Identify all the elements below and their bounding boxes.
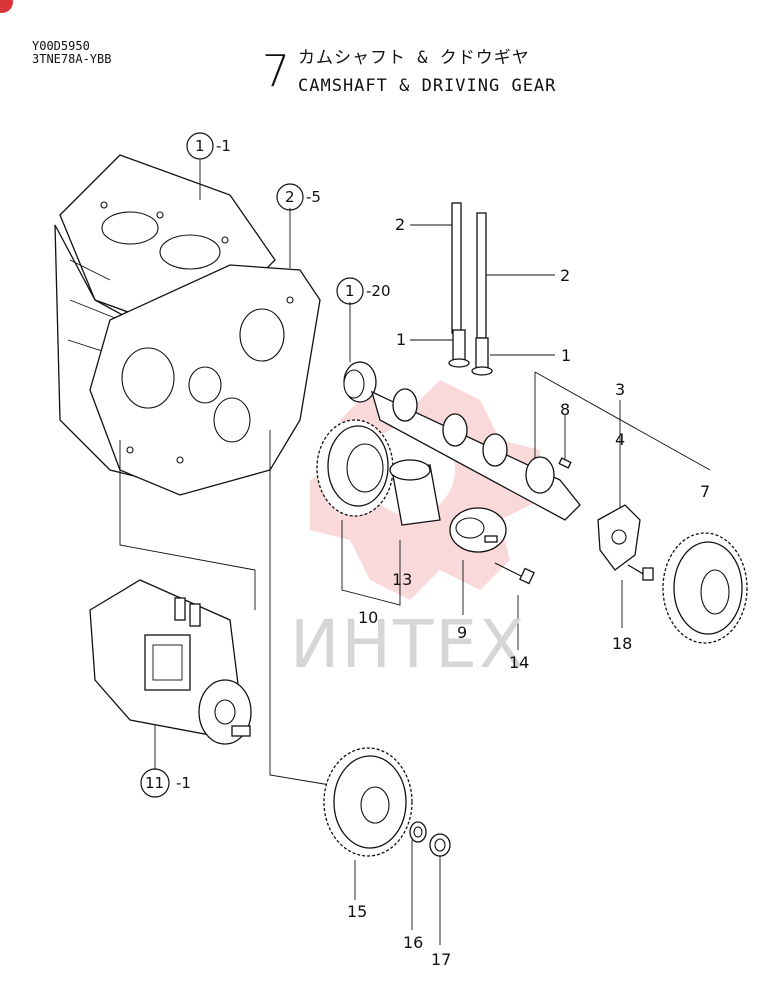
gear-case-plate [89, 264, 321, 496]
title-japanese: カムシャフト & クドウギヤ [298, 48, 530, 68]
callout-3-number: 1 [345, 282, 355, 300]
leader-lines [119, 160, 711, 945]
part-label-15[interactable]: 15 [347, 902, 368, 921]
engine-model: 3TNE78A-YBB [32, 52, 112, 66]
part-label-2a[interactable]: 2 [395, 215, 406, 234]
callout-4-suffix: -1 [176, 774, 191, 792]
part-label-2b[interactable]: 2 [560, 266, 571, 285]
bushing-part [343, 361, 377, 403]
thrust-plate [449, 507, 507, 553]
part-label-1a[interactable]: 1 [396, 330, 407, 349]
callout-circles [140, 132, 364, 798]
callout-4-number: 11 [145, 774, 165, 792]
section-number: 7 [262, 46, 290, 97]
part-label-10[interactable]: 10 [358, 608, 379, 627]
part-label-9[interactable]: 9 [457, 623, 468, 642]
part-label-7[interactable]: 7 [700, 482, 711, 501]
watermark-text: ИНТЕХ [290, 606, 527, 683]
bracket-plate [597, 504, 641, 571]
callout-1-suffix: -1 [216, 137, 231, 155]
bolt-part [494, 562, 535, 585]
part-label-4[interactable]: 4 [615, 430, 626, 449]
part-label-3[interactable]: 3 [615, 380, 626, 399]
part-label-8[interactable]: 8 [560, 400, 571, 419]
part-label-16[interactable]: 16 [403, 933, 424, 952]
camshaft [370, 388, 581, 521]
part-label-1b[interactable]: 1 [561, 346, 572, 365]
nut-part [429, 833, 451, 857]
callout-2-number: 2 [285, 188, 295, 206]
part-label-14[interactable]: 14 [509, 653, 530, 672]
title-english: CAMSHAFT & DRIVING GEAR [298, 76, 557, 96]
callout-1-number: 1 [195, 137, 205, 155]
push-rods [448, 202, 493, 376]
pump-drive-gear [323, 747, 413, 857]
bolt-small [627, 564, 654, 581]
cam-gear [316, 419, 394, 517]
gear-sleeve [389, 459, 441, 526]
drawing-code: Y00D5950 [32, 39, 90, 53]
callout-3-suffix: -20 [366, 282, 391, 300]
callout-2-suffix: -5 [306, 188, 321, 206]
part-label-18[interactable]: 18 [612, 634, 633, 653]
notification-badge[interactable] [0, 0, 13, 13]
injection-pump [89, 579, 252, 745]
washer-part [409, 821, 427, 843]
part-label-17[interactable]: 17 [431, 950, 452, 969]
part-label-13[interactable]: 13 [392, 570, 413, 589]
idle-gear [662, 532, 748, 644]
